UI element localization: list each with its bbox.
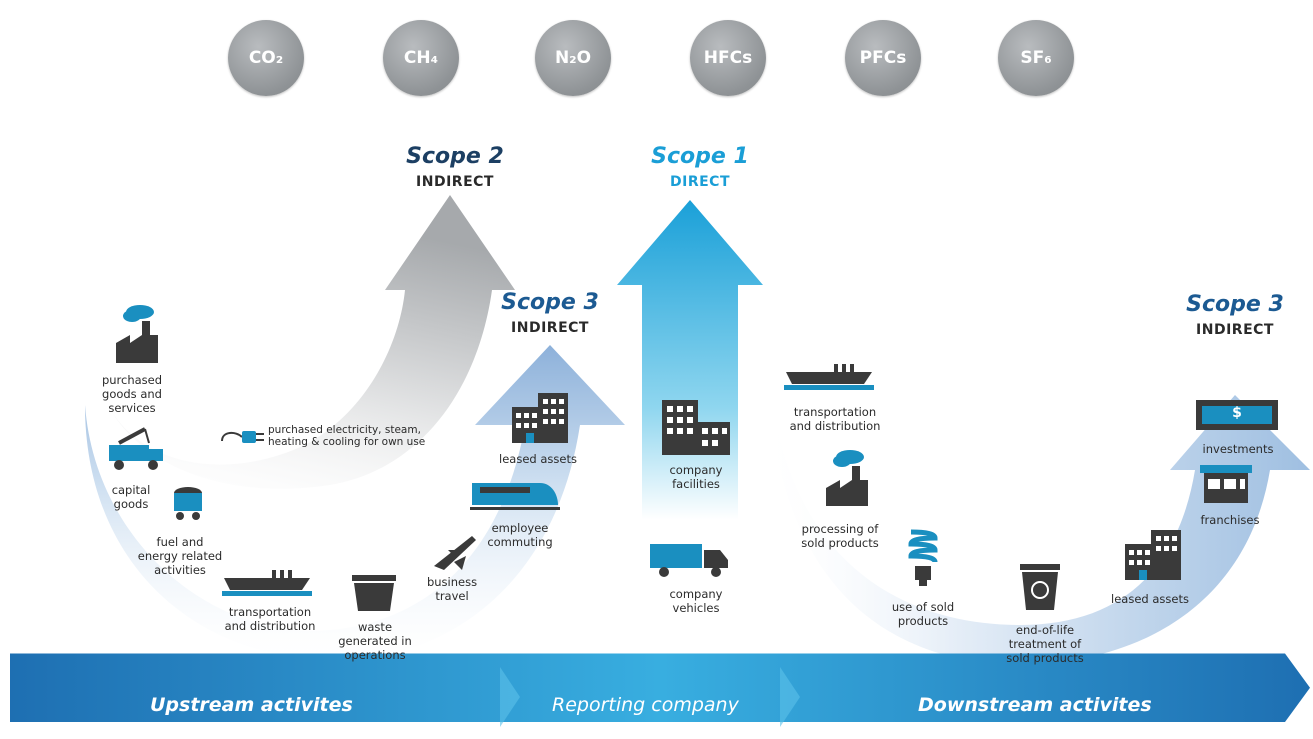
scope3-downstream-sub: INDIRECT [1196,322,1274,338]
scope1-title: Scope 1 [651,144,749,169]
label-purchased-goods: purchased goods and services [101,373,163,415]
processing-factory-icon [826,450,868,506]
label-franchises: franchises [1200,513,1260,527]
activities-band [10,653,1310,723]
scope3-upstream-sub: INDIRECT [511,320,589,336]
investment-money-icon [1196,400,1278,430]
gas-co2: CO₂ [228,20,304,96]
leased-building-icon [512,393,568,443]
label-business-travel: business travel [426,575,478,603]
label-capital-goods: capital goods [111,483,151,511]
franchise-shop-icon [1200,465,1252,503]
scope3-downstream-title: Scope 3 [1186,292,1284,317]
scope1-sub: DIRECT [670,174,730,190]
fuel-cart-icon [174,487,202,520]
scope3-downstream-arrow [770,395,1310,665]
recycle-bin-icon [1020,564,1060,610]
ship-icon [222,570,312,596]
gas-sf6: SF₆ [998,20,1074,96]
label-company-vehicles: company vehicles [669,587,723,615]
scope2-title: Scope 2 [406,144,504,169]
scope3-upstream-title: Scope 3 [501,290,599,315]
train-icon [470,483,560,510]
factory-icon [116,305,158,363]
crane-truck-icon [109,427,163,470]
band-downstream-label: Downstream activites [918,694,1152,716]
downstream-leased-building-icon [1125,530,1181,580]
label-waste: waste generated in operations [338,620,412,662]
gas-pfcs: PFCs [845,20,921,96]
gas-hfcs: HFCs [690,20,766,96]
airplane-icon [434,536,476,570]
downstream-ship-icon [784,364,874,390]
lightbulb-icon [908,529,938,586]
label-investments: investments [1202,442,1274,456]
label-company-facilities: company facilities [669,463,723,491]
band-upstream-label: Upstream activites [150,694,353,716]
label-fuel-energy: fuel and energy related activities [137,535,223,577]
investment-dollar-sign: $ [1232,405,1242,421]
scope2-arrow [105,195,515,489]
label-use-of-products: use of sold products [891,600,955,628]
company-vehicle-icon [650,544,728,577]
scope3-upstream-arrow [85,345,625,661]
gas-n2o: N₂O [535,20,611,96]
company-facilities-icon [662,400,730,455]
label-processing: processing of sold products [801,522,879,550]
scope2-sub: INDIRECT [416,174,494,190]
label-upstream-leased-assets: leased assets [499,452,577,466]
label-end-of-life: end-of-life treatment of sold products [1006,623,1084,665]
plug-icon [221,431,264,443]
label-purchased-electricity: purchased electricity, steam, heating & … [268,424,426,448]
label-downstream-transportation: transportation and distribution [789,405,881,433]
gas-ch4: CH₄ [383,20,459,96]
waste-container-icon [352,575,396,611]
band-reporting-label: Reporting company [552,694,739,716]
label-upstream-transportation: transportation and distribution [224,605,316,633]
label-employee-commuting: employee commuting [487,521,553,549]
label-downstream-leased-assets: leased assets [1111,592,1189,606]
